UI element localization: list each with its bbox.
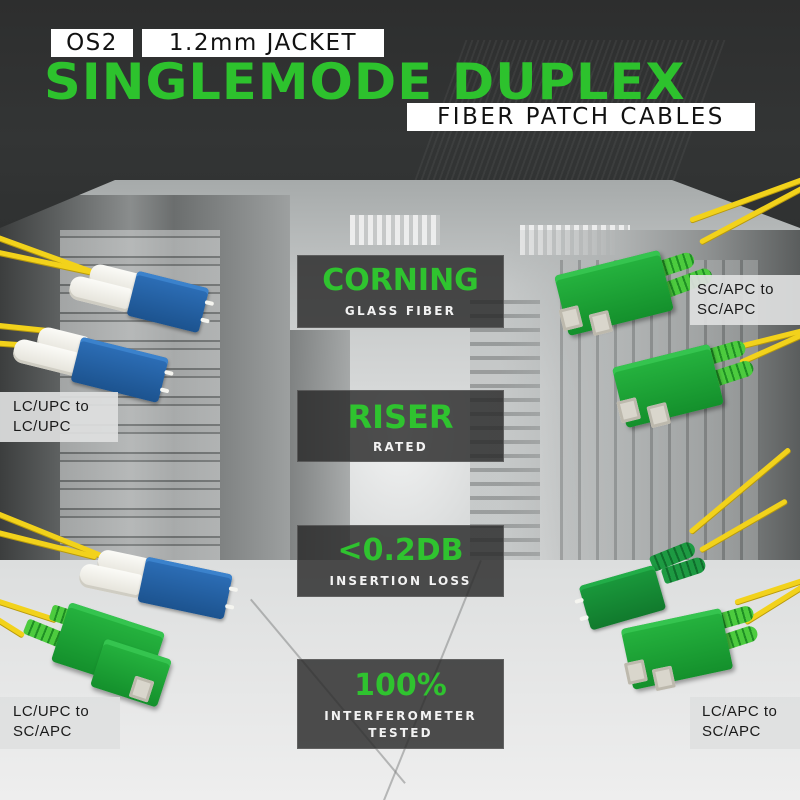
feature-subtitle: GLASS FIBER — [344, 304, 457, 318]
feature-subtitle: INSERTION LOSS — [329, 574, 472, 588]
label-line: SC/APC — [702, 723, 761, 740]
ferrule-port — [558, 305, 584, 332]
product-label-sc-apc-to-sc-apc: SC/APC to SC/APC — [690, 275, 800, 325]
product-label-lc-upc-to-sc-apc: LC/UPC to SC/APC — [0, 697, 120, 749]
feature-subtitle: TESTED — [368, 726, 433, 740]
product-label-lc-apc-to-sc-apc: LC/APC to SC/APC — [690, 697, 800, 749]
label-line: LC/UPC to — [13, 398, 90, 415]
label-line: LC/UPC — [13, 418, 72, 435]
feature-riser-rated: RISER RATED — [297, 390, 504, 462]
label-line: SC/APC — [13, 723, 72, 740]
subheadline-tag: FIBER PATCH CABLES — [407, 103, 755, 131]
label-line: SC/APC — [697, 301, 756, 318]
jacket-size-tag: 1.2mm JACKET — [142, 29, 384, 57]
feature-corning-glass-fiber: CORNING GLASS FIBER — [297, 255, 504, 328]
ferrule-port — [623, 659, 648, 685]
feature-subtitle: INTERFEROMETER — [324, 709, 477, 723]
ferrule-port — [651, 665, 676, 692]
ferrule-port — [588, 309, 614, 337]
ferrule-port — [616, 397, 642, 424]
headline: SINGLEMODE DUPLEX — [44, 53, 686, 111]
feature-title: <0.2DB — [337, 533, 464, 568]
ferrule-port — [646, 402, 672, 429]
ceiling-light — [350, 215, 440, 245]
product-label-lc-upc-to-lc-upc: LC/UPC to LC/UPC — [0, 392, 118, 442]
label-line: LC/UPC to — [13, 703, 90, 720]
feature-insertion-loss: <0.2DB INSERTION LOSS — [297, 525, 504, 597]
feature-title: CORNING — [322, 263, 479, 298]
feature-subtitle: RATED — [373, 440, 428, 454]
ferrule-port — [128, 675, 155, 703]
feature-interferometer-tested: 100% INTERFEROMETER TESTED — [297, 659, 504, 749]
feature-title: RISER — [347, 398, 454, 436]
label-line: LC/APC to — [702, 703, 778, 720]
label-line: SC/APC to — [697, 281, 775, 298]
fiber-type-tag: OS2 — [51, 29, 133, 57]
feature-title: 100% — [354, 668, 447, 703]
